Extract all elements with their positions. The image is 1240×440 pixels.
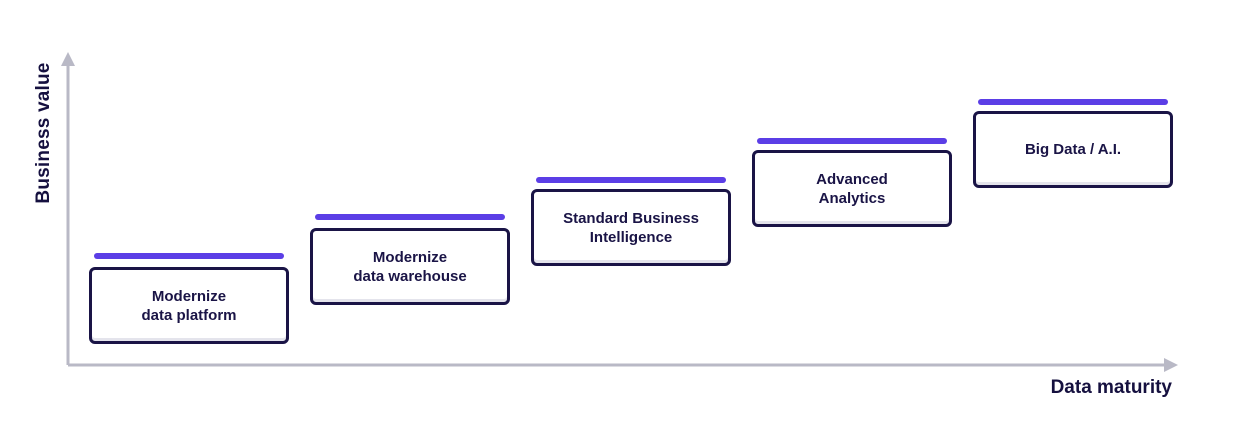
step-4-accent-bar bbox=[757, 138, 947, 144]
step-2-label: Modernize data warehouse bbox=[353, 248, 467, 285]
step-5-label: Big Data / A.I. bbox=[1024, 141, 1122, 158]
step-3-label: Standard Business Intelligence bbox=[563, 209, 699, 246]
x-axis-arrowhead bbox=[1164, 358, 1178, 372]
y-axis-arrowhead bbox=[61, 52, 75, 66]
step-4-label: Advanced Analytics bbox=[816, 170, 888, 207]
step-5-box: Big Data / A.I. bbox=[973, 111, 1173, 188]
step-1-accent-bar bbox=[94, 253, 284, 259]
step-4-box: Advanced Analytics bbox=[752, 150, 952, 227]
y-axis-label: Business value bbox=[33, 62, 54, 204]
step-3-accent-bar bbox=[536, 177, 726, 183]
step-2-box: Modernize data warehouse bbox=[310, 228, 510, 305]
x-axis-label: Data maturity bbox=[1050, 377, 1172, 398]
step-1-box: Modernize data platform bbox=[89, 267, 289, 344]
step-3-box: Standard Business Intelligence bbox=[531, 189, 731, 266]
step-1-label: Modernize data platform bbox=[141, 287, 237, 324]
step-5-accent-bar bbox=[978, 99, 1168, 105]
step-2-accent-bar bbox=[315, 214, 505, 220]
